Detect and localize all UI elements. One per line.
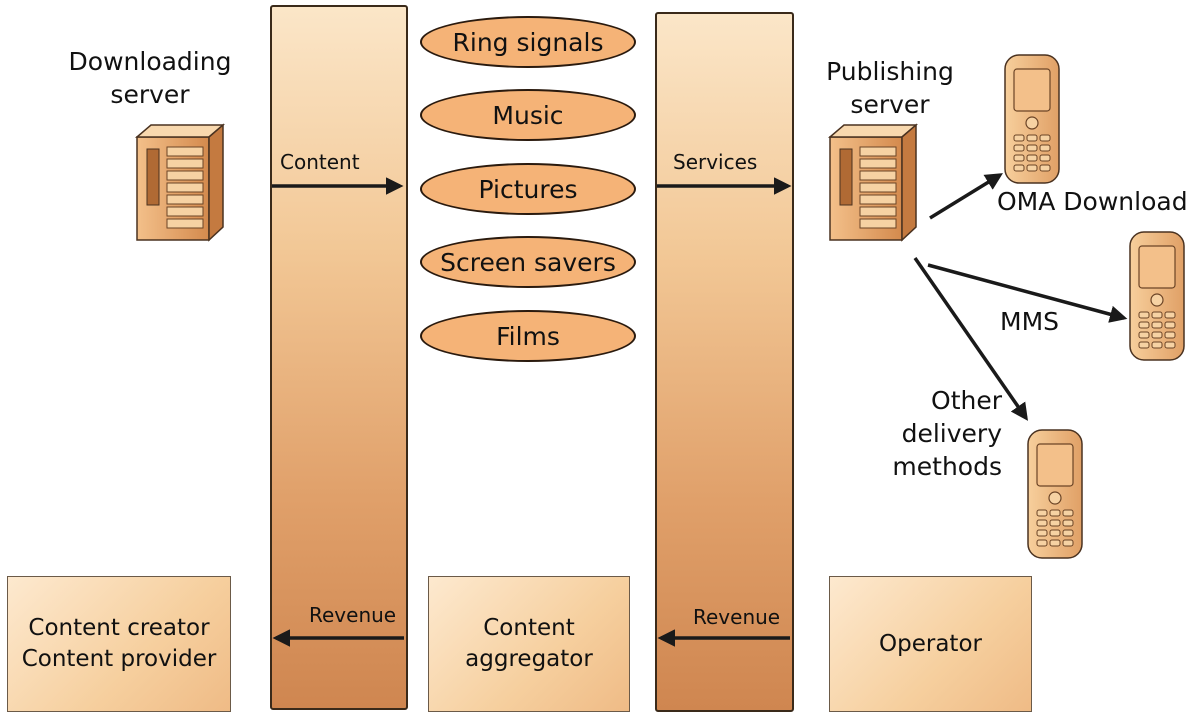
oma-download-arrow (929, 173, 1003, 220)
oma-download-label: OMA Download (997, 187, 1188, 216)
services-edge-label: Services (673, 150, 758, 174)
mms-label: MMS (1000, 307, 1060, 336)
content-creator-box: Content creator Content provider (7, 576, 231, 712)
content-flow-column-left (270, 5, 408, 710)
phone-icon-other (1027, 429, 1083, 559)
operator-box: Operator (829, 576, 1032, 712)
content-flow-column-right (655, 12, 794, 712)
content-aggregator-box: Content aggregator (428, 576, 630, 712)
other-delivery-label: Other delivery methods (892, 386, 1002, 481)
downloading-server-label: Downloading server (68, 47, 232, 109)
operator-label: Operator (879, 630, 982, 657)
revenue-left-edge-label: Revenue (309, 603, 397, 627)
content-type-music: Music (420, 89, 636, 141)
downloading-server-icon (134, 123, 226, 242)
content-aggregator-label: Content aggregator (465, 615, 593, 672)
content-edge-label: Content (280, 150, 360, 174)
phone-icon-oma (1004, 54, 1060, 184)
phone-icon-mms (1129, 231, 1185, 361)
publishing-server-label: Publishing server (826, 57, 954, 119)
mms-arrow (927, 263, 1128, 323)
other-delivery-arrow (913, 257, 1028, 421)
content-creator-label: Content creator Content provider (21, 615, 217, 672)
content-type-ring-signals: Ring signals (420, 16, 636, 68)
content-type-pictures: Pictures (420, 163, 636, 215)
revenue-right-edge-label: Revenue (693, 605, 781, 629)
content-type-films: Films (420, 310, 636, 362)
content-type-screen-savers: Screen savers (420, 236, 636, 288)
publishing-server-icon (827, 123, 919, 242)
